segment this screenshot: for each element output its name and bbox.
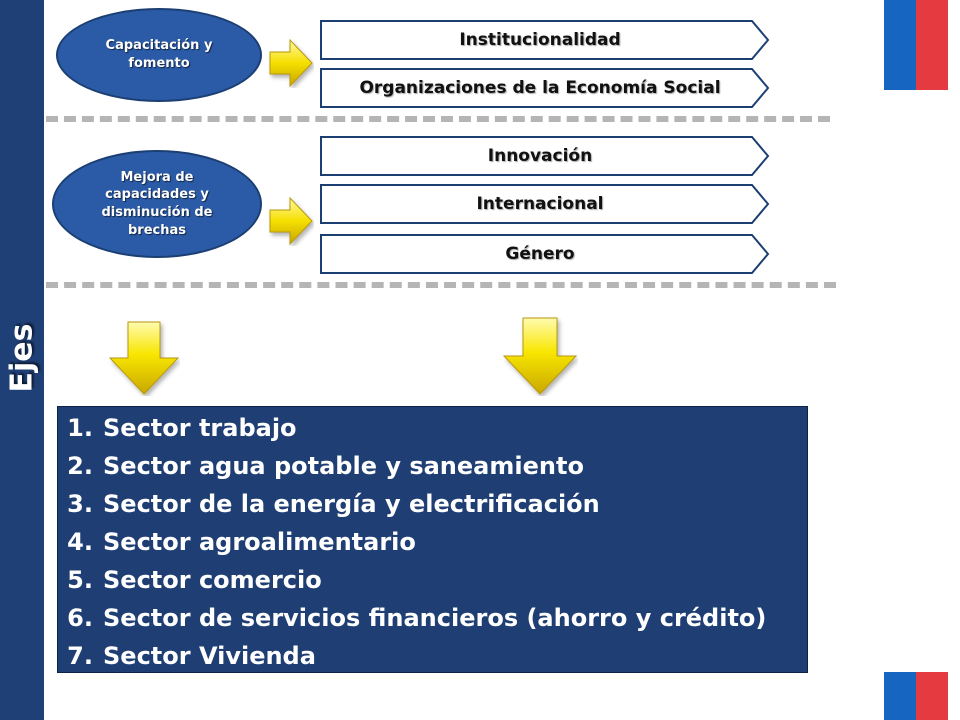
- oval-capacitacion: Capacitación y fomento: [56, 8, 262, 102]
- list-item: 2. Sector agua potable y saneamiento: [58, 447, 807, 485]
- banner-label: Internacional: [476, 194, 604, 214]
- item-number: 6.: [67, 604, 93, 632]
- item-number: 4.: [67, 528, 93, 556]
- item-label: Sector comercio: [103, 566, 322, 594]
- divider-dashed-2: [46, 282, 836, 288]
- side-bar-title: Ejes: [4, 323, 40, 393]
- flag-top: [884, 0, 948, 90]
- banner-label: Género: [505, 244, 575, 264]
- flag-bottom-red: [916, 672, 948, 720]
- item-label: Sector trabajo: [103, 414, 297, 442]
- divider-dashed-1: [46, 116, 830, 122]
- arrow-right-icon: [269, 196, 313, 246]
- item-number: 3.: [67, 490, 93, 518]
- item-number: 5.: [67, 566, 93, 594]
- item-number: 7.: [67, 642, 93, 670]
- flag-top-blue: [884, 0, 916, 90]
- flag-bottom: [884, 672, 948, 720]
- arrow-right-icon: [269, 38, 313, 88]
- banner-label: Institucionalidad: [459, 30, 621, 50]
- sector-list-box: 1. Sector trabajo 2. Sector agua potable y…: [57, 406, 808, 673]
- list-item: 1. Sector trabajo: [58, 409, 807, 447]
- list-item: 5. Sector comercio: [58, 561, 807, 599]
- item-number: 1.: [67, 414, 93, 442]
- list-item: 3. Sector de la energía y electrificación: [58, 485, 807, 523]
- item-label: Sector agroalimentario: [103, 528, 416, 556]
- oval-mejora: Mejora de capacidades y disminución de b…: [52, 150, 262, 258]
- sector-list: 1. Sector trabajo 2. Sector agua potable y…: [58, 407, 807, 675]
- arrow-down-icon: [502, 317, 578, 395]
- list-item: 4. Sector agroalimentario: [58, 523, 807, 561]
- banner-label: Innovación: [487, 146, 593, 166]
- side-bar: Ejes: [0, 0, 44, 720]
- banner-institucionalidad: Institucionalidad: [320, 20, 770, 60]
- item-label: Sector agua potable y saneamiento: [103, 452, 584, 480]
- banner-innovacion: Innovación: [320, 136, 770, 176]
- banner-internacional: Internacional: [320, 184, 770, 224]
- item-label: Sector de la energía y electrificación: [103, 490, 600, 518]
- item-number: 2.: [67, 452, 93, 480]
- item-label: Sector de servicios financieros (ahorro …: [103, 604, 767, 632]
- item-label: Sector Vivienda: [103, 642, 316, 670]
- banner-label: Organizaciones de la Economía Social: [359, 78, 721, 98]
- flag-top-red: [916, 0, 948, 90]
- list-item: 7. Sector Vivienda: [58, 637, 807, 675]
- list-item: 6. Sector de servicios financieros (ahorr…: [58, 599, 807, 637]
- arrow-down-icon: [108, 321, 180, 395]
- flag-bottom-blue: [884, 672, 916, 720]
- banner-genero: Género: [320, 234, 770, 274]
- banner-organizaciones: Organizaciones de la Economía Social: [320, 68, 770, 108]
